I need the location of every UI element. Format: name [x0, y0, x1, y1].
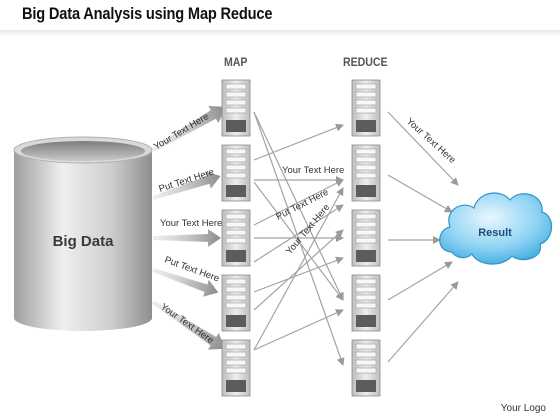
server-icon [351, 209, 381, 267]
server-icon [221, 274, 251, 332]
shuffle-arrow [253, 181, 344, 301]
output-arrow [387, 111, 459, 186]
logo-placeholder: Your Logo [500, 403, 546, 414]
server-icon [221, 339, 251, 397]
server-icon [221, 209, 251, 267]
shuffle-arrow [253, 187, 344, 351]
shuffle-arrows [253, 111, 345, 366]
input-labels: Your Text Here Put Text Here Your Text H… [152, 111, 222, 346]
server-icon [351, 339, 381, 397]
input-arrow-label: Your Text Here [152, 111, 211, 153]
input-arrow [152, 171, 221, 200]
server-icon [351, 274, 381, 332]
map-servers [221, 79, 251, 397]
output-arrows [387, 111, 459, 363]
page-title: Big Data Analysis using Map Reduce [22, 4, 273, 23]
database-cylinder: Big Data [13, 136, 153, 331]
input-arrow [153, 229, 221, 247]
server-icon [351, 79, 381, 137]
result-label: Result [478, 227, 512, 239]
server-icon [351, 144, 381, 202]
shuffle-arrow [253, 179, 344, 226]
output-arrow-label: Your Text Here [404, 116, 458, 166]
shuffle-arrow [253, 309, 344, 351]
output-arrow [387, 261, 453, 301]
title-divider [0, 30, 560, 36]
shuffle-arrow [253, 111, 344, 301]
server-icon [221, 79, 251, 137]
input-arrows [151, 105, 227, 350]
reduce-column-header: REDUCE [343, 55, 388, 69]
input-arrow [151, 105, 227, 152]
input-arrow-label: Your Text Here [160, 218, 222, 229]
server-icon [221, 144, 251, 202]
result-cloud: Result [439, 192, 553, 265]
input-arrow [152, 268, 219, 297]
shuffle-arrow [253, 256, 344, 293]
output-arrow [387, 174, 453, 213]
input-arrow-label: Your Text Here [158, 301, 215, 346]
input-arrow [151, 300, 226, 350]
big-data-label: Big Data [53, 233, 115, 250]
shuffle-label: Your Text Here [282, 165, 344, 176]
shuffle-arrow [253, 123, 344, 161]
reduce-servers [351, 79, 381, 397]
map-column-header: MAP [224, 55, 248, 69]
output-arrow [387, 281, 459, 363]
